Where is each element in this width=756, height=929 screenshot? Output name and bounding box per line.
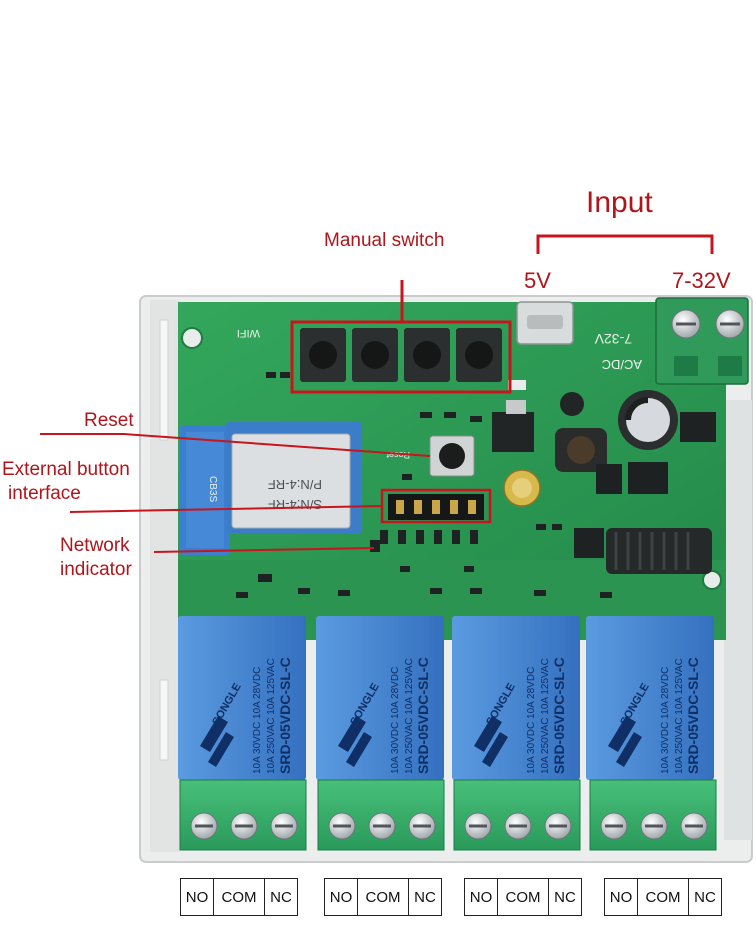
terminal-no: NO [469, 888, 493, 906]
external-button-header [388, 494, 484, 520]
terminal-block-2 [317, 779, 445, 851]
terminal-legend-3: NO COM NC [464, 878, 582, 916]
relay-3: SRD-05VDC-SL-C 10A 250VAC 10A 125VAC 10A… [452, 616, 580, 780]
relay-4: SRD-05VDC-SL-C 10A 250VAC 10A 125VAC 10A… [586, 616, 714, 780]
svg-text:SRD-05VDC-SL-C: SRD-05VDC-SL-C [415, 657, 431, 774]
network-indicator-leader [153, 547, 375, 553]
network-indicator-label-line2: indicator [60, 559, 132, 580]
network-indicator-label-line1: Network [60, 535, 130, 556]
reset-label: Reset [84, 410, 134, 431]
svg-text:10A 250VAC 10A 125VAC: 10A 250VAC 10A 125VAC [404, 658, 415, 774]
terminal-block-1 [179, 779, 307, 851]
terminal-legend-4: NO COM NC [604, 878, 722, 916]
terminal-com: COM [213, 879, 264, 915]
terminal-nc: NC [548, 879, 581, 915]
wifi-module: P/N:4-RF S/N:4-RF CB3S [207, 422, 362, 534]
terminal-nc: NC [264, 879, 297, 915]
external-button-label-line2: interface [8, 483, 81, 504]
terminal-block-4 [589, 779, 717, 851]
wifi-silk: WIFI [237, 327, 260, 339]
network-indicator-label: Network indicator [60, 534, 132, 582]
terminal-block-3 [453, 779, 581, 851]
relay-2: SRD-05VDC-SL-C 10A 250VAC 10A 125VAC 10A… [316, 616, 444, 780]
voltage-silk: 7-32V [594, 331, 632, 347]
svg-text:SRD-05VDC-SL-C: SRD-05VDC-SL-C [277, 657, 293, 774]
label-5v: 5V [524, 268, 551, 293]
svg-text:10A 30VDC 10A 28VDC: 10A 30VDC 10A 28VDC [252, 667, 263, 774]
power-terminal-block [655, 297, 749, 385]
terminal-nc: NC [688, 879, 721, 915]
terminal-no: NO [609, 888, 633, 906]
terminal-nc: NC [408, 879, 441, 915]
svg-text:10A 30VDC 10A 28VDC: 10A 30VDC 10A 28VDC [526, 667, 537, 774]
reset-silk: Reset [386, 450, 410, 460]
acdc-silk: AC/DC [602, 357, 642, 372]
module-sn: S/N:4-RF [268, 497, 322, 512]
manual-switch-label: Manual switch [324, 230, 445, 251]
terminal-no: NO [185, 888, 209, 906]
svg-text:10A 30VDC 10A 28VDC: 10A 30VDC 10A 28VDC [390, 667, 401, 774]
external-button-label-line1: External button [2, 459, 130, 480]
input-bracket [536, 234, 714, 254]
module-pn: P/N:4-RF [268, 477, 322, 492]
svg-text:SRD-05VDC-SL-C: SRD-05VDC-SL-C [685, 657, 701, 774]
terminal-legend-1: NO COM NC [180, 878, 298, 916]
reset-leader [40, 433, 431, 457]
relay-1: SRD-05VDC-SL-C 10A 250VAC 10A 125VAC 10A… [178, 616, 306, 780]
terminal-com: COM [497, 879, 548, 915]
rf-module [606, 528, 712, 574]
terminal-com: COM [637, 879, 688, 915]
external-button-leader [69, 505, 383, 513]
manual-switch-buttons [300, 328, 502, 382]
svg-text:10A 250VAC 10A 125VAC: 10A 250VAC 10A 125VAC [540, 658, 551, 774]
terminal-legend-2: NO COM NC [324, 878, 442, 916]
external-button-label: External button interface [2, 458, 130, 506]
module-cb3s: CB3S [207, 476, 218, 502]
label-7-32v: 7-32V [672, 268, 731, 293]
terminal-com: COM [357, 879, 408, 915]
terminal-no: NO [329, 888, 353, 906]
svg-text:10A 250VAC 10A 125VAC: 10A 250VAC 10A 125VAC [266, 658, 277, 774]
svg-text:SRD-05VDC-SL-C: SRD-05VDC-SL-C [551, 657, 567, 774]
svg-text:10A 30VDC 10A 28VDC: 10A 30VDC 10A 28VDC [660, 667, 671, 774]
svg-text:10A 250VAC 10A 125VAC: 10A 250VAC 10A 125VAC [674, 658, 685, 774]
input-label: Input [586, 186, 653, 219]
